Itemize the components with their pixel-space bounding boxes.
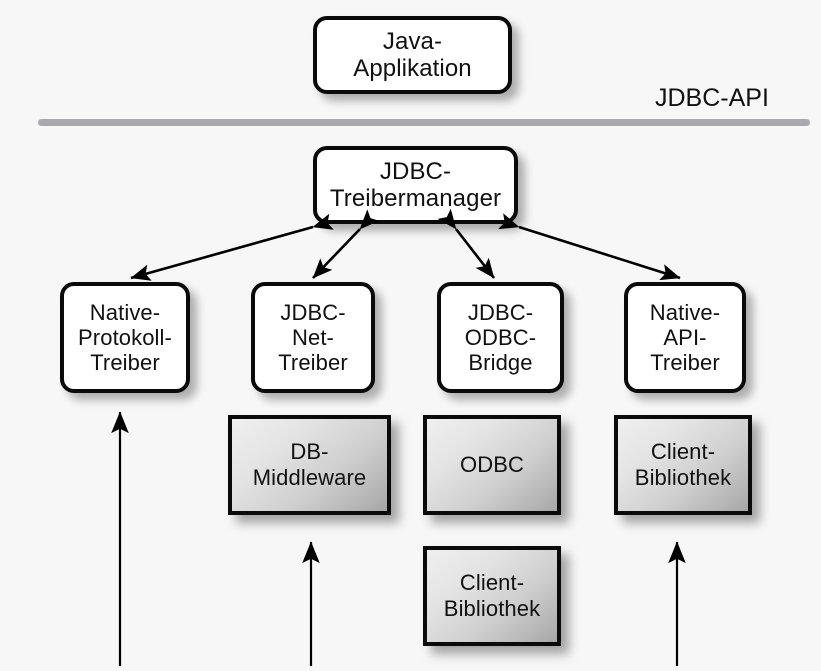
node-java-applikation-label: Java- Applikation (353, 27, 472, 82)
node-native-api-treiber[interactable]: Native- API- Treiber (624, 282, 746, 393)
jdbc-api-label: JDBC-API (655, 84, 769, 112)
node-client-bibliothek-center[interactable]: Client- Bibliothek (423, 546, 561, 646)
node-client-bibliothek-center-label: Client- Bibliothek (443, 570, 541, 621)
connector-manager-native-protokoll-treiber (130, 213, 334, 281)
node-jdbc-odbc-bridge[interactable]: JDBC- ODBC- Bridge (437, 282, 564, 393)
node-jdbc-net-treiber[interactable]: JDBC- Net- Treiber (251, 282, 375, 393)
node-jdbc-odbc-bridge-label: JDBC- ODBC- Bridge (464, 299, 537, 376)
jdbc-api-boundary (38, 119, 810, 126)
connector-manager-jdbc-odbc-bridge (437, 208, 496, 279)
connector-manager-jdbc-net-treiber (312, 209, 380, 279)
node-java-applikation[interactable]: Java- Applikation (313, 16, 512, 94)
node-native-protokoll-treiber-label: Native- Protokoll- Treiber (78, 299, 172, 376)
node-jdbc-treibermanager[interactable]: JDBC- Treibermanager (313, 146, 518, 224)
node-native-api-treiber-label: Native- API- Treiber (649, 299, 721, 376)
node-jdbc-treibermanager-label: JDBC- Treibermanager (329, 157, 502, 212)
node-db-middleware[interactable]: DB- Middleware (228, 415, 391, 515)
node-client-bibliothek-right-label: Client- Bibliothek (634, 439, 732, 490)
node-jdbc-net-treiber-label: JDBC- Net- Treiber (278, 299, 348, 376)
node-odbc-label: ODBC (460, 452, 524, 478)
connector-manager-native-api-treiber (498, 213, 681, 281)
node-native-protokoll-treiber[interactable]: Native- Protokoll- Treiber (60, 282, 190, 393)
node-odbc[interactable]: ODBC (423, 415, 561, 515)
node-client-bibliothek-right[interactable]: Client- Bibliothek (614, 415, 752, 515)
node-db-middleware-label: DB- Middleware (252, 439, 367, 490)
